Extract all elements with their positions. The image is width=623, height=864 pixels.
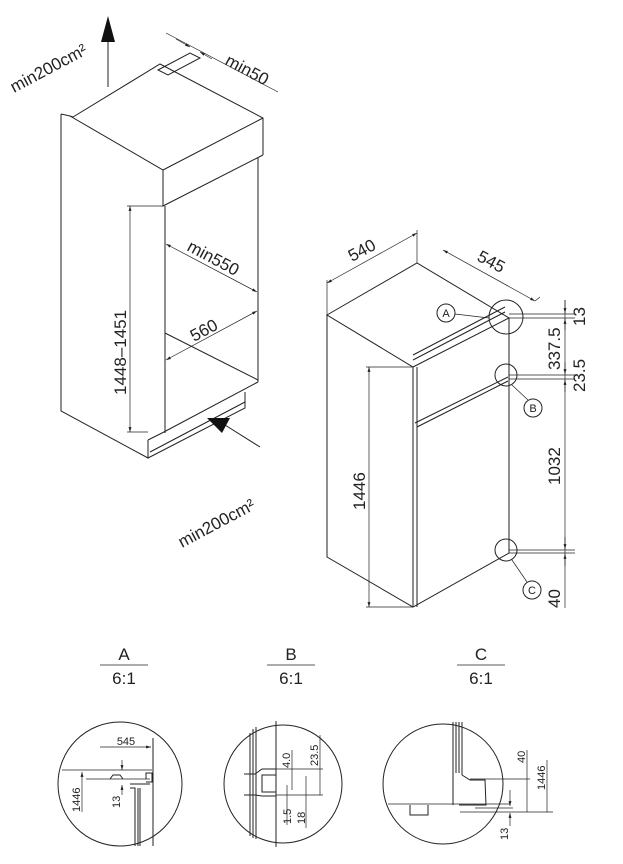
rear-gap-dimension [165,32,279,93]
detail-a [57,721,183,847]
rear-gap-label: min50 [222,51,272,90]
callout-b: B [529,403,536,415]
ventilation-bottom-label: min200cm² [175,495,258,551]
detail-a-dim-13: 13 [111,796,123,808]
right-dimension-chain [509,300,575,608]
ventilation-bottom-arrow [207,418,261,448]
detail-c-dim-1446: 1446 [536,766,548,790]
detail-c [382,722,553,845]
dim-13: 13 [570,307,589,326]
svg-text:C: C [475,645,487,664]
depth-label: 545 [474,247,508,277]
callout-c: C [528,585,536,597]
detail-title-b: B 6:1 [267,645,315,688]
dim-337-5: 337.5 [545,327,564,370]
detail-title-a: A 6:1 [100,645,148,688]
ventilation-top-label: min200cm² [7,40,90,96]
detail-b-dim-4-0: 4.0 [281,753,293,768]
width-label: 540 [345,235,379,265]
svg-text:6:1: 6:1 [469,669,493,688]
svg-text:6:1: 6:1 [112,669,136,688]
detail-b-dim-23-5: 23.5 [309,745,321,766]
dim-1032: 1032 [545,447,564,485]
detail-a-dim-545: 545 [117,736,135,748]
detail-c-dim-40: 40 [516,751,528,763]
depth-dimension [442,249,541,302]
niche-height-label: 1448–1451 [111,310,130,395]
height-dimension [366,366,413,608]
detail-a-dim-1446: 1446 [71,788,83,812]
cabinet-drawing [60,52,264,459]
width-dimension [326,230,418,315]
dim-23-5: 23.5 [570,359,589,392]
ventilation-top-arrow [101,16,115,87]
dim-40: 40 [545,589,564,608]
niche-height-dimension [127,205,163,433]
callout-markers [436,299,543,600]
callout-a: A [442,308,450,320]
svg-text:6:1: 6:1 [279,669,303,688]
niche-width-label: 560 [187,315,221,345]
detail-b-dim-18: 18 [296,812,308,824]
detail-b-dim-1-5: 1.5 [282,809,294,824]
svg-text:B: B [285,645,296,664]
detail-b [223,721,343,847]
height-label: 1446 [350,472,369,510]
niche-width-dimension [165,310,258,361]
detail-title-c: C 6:1 [457,645,505,688]
appliance-drawing [326,262,511,608]
niche-depth-dimension [165,243,258,293]
svg-text:A: A [118,645,130,664]
detail-c-dim-13: 13 [499,828,511,840]
